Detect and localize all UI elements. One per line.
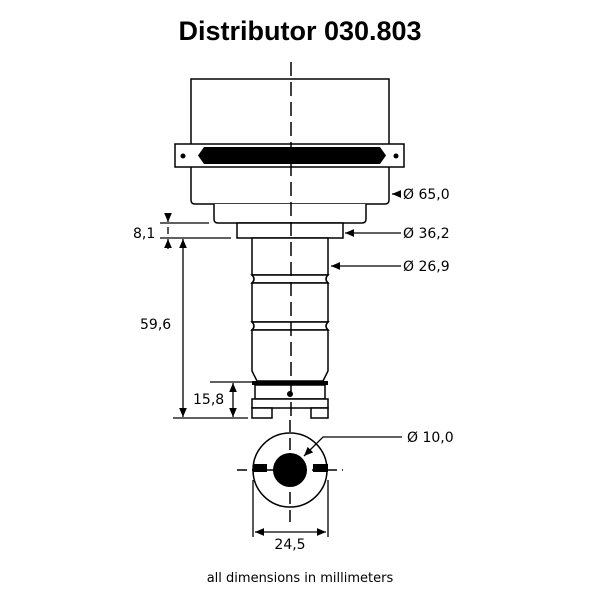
shaft-lower bbox=[251, 329, 329, 382]
drive-key-left bbox=[253, 464, 267, 472]
housing-step bbox=[213, 204, 367, 224]
svg-text:Ø 36,2: Ø 36,2 bbox=[403, 226, 450, 242]
distributor-cap bbox=[190, 78, 390, 205]
shaft-upper bbox=[251, 237, 329, 276]
shaft-middle bbox=[251, 282, 329, 323]
shaft-groove-1 bbox=[250, 274, 330, 284]
strap-hole-left bbox=[180, 153, 186, 159]
drive-foot-left bbox=[251, 407, 273, 419]
drive-base bbox=[251, 398, 329, 409]
flange bbox=[236, 222, 344, 239]
dimension-flange-height: 8,1 bbox=[133, 212, 231, 249]
strap-hole-right bbox=[393, 153, 399, 159]
svg-text:15,8: 15,8 bbox=[193, 392, 224, 408]
dimension-drive-diameter: Ø 10,0 bbox=[303, 430, 454, 457]
svg-text:59,6: 59,6 bbox=[140, 317, 171, 333]
drive-foot-right bbox=[310, 407, 329, 419]
svg-text:Ø 65,0: Ø 65,0 bbox=[403, 187, 450, 203]
dimension-drive-height: 15,8 bbox=[193, 381, 252, 417]
cap-slot bbox=[198, 147, 386, 164]
svg-text:24,5: 24,5 bbox=[274, 537, 305, 553]
dimension-drive-width: 24,5 bbox=[252, 480, 329, 553]
dimension-body-diameter: Ø 65,0 bbox=[392, 187, 450, 203]
distributor-side-view bbox=[174, 62, 405, 422]
drive-pin bbox=[287, 391, 293, 397]
units-note: all dimensions in millimeters bbox=[207, 571, 394, 586]
svg-text:Ø 26,9: Ø 26,9 bbox=[403, 259, 450, 275]
dimension-flange-diameter: Ø 36,2 bbox=[345, 226, 450, 242]
dimension-shaft-diameter: Ø 26,9 bbox=[331, 259, 450, 275]
svg-text:Ø 10,0: Ø 10,0 bbox=[407, 430, 454, 446]
drawing-title: Distributor 030.803 bbox=[178, 16, 421, 46]
drive-key-right bbox=[313, 464, 328, 472]
svg-text:8,1: 8,1 bbox=[133, 226, 155, 242]
shaft-groove-2 bbox=[250, 321, 330, 331]
dimension-shaft-length: 59,6 bbox=[140, 239, 248, 419]
seal-ring bbox=[252, 381, 328, 385]
